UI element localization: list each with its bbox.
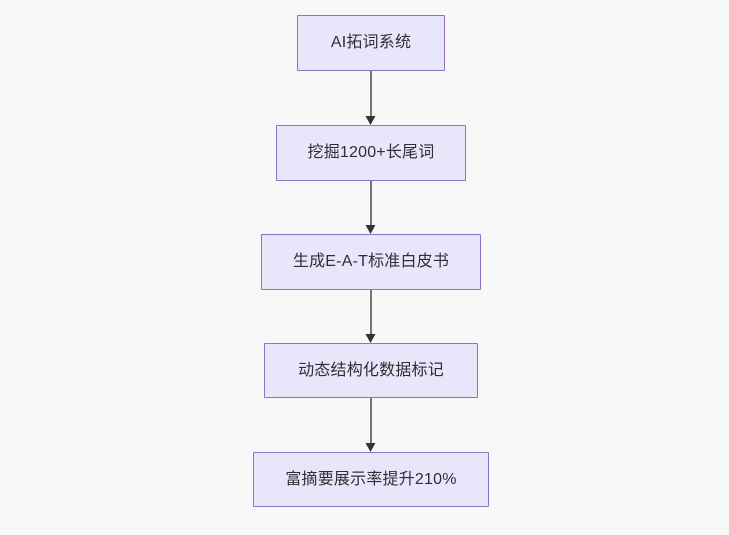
arrowhead-icon: [365, 334, 376, 343]
edge-line: [370, 181, 372, 227]
arrowhead-icon: [365, 116, 376, 125]
flow-node-label: AI拓词系统: [330, 34, 412, 51]
flow-node-generate-eat-whitepaper[interactable]: 生成E-A-T标准白皮书: [261, 234, 481, 290]
flow-node-ai-keyword-system[interactable]: AI拓词系统: [297, 15, 445, 71]
flow-node-label: 动态结构化数据标记: [298, 361, 444, 379]
flow-node-label: 生成E-A-T标准白皮书: [292, 253, 450, 270]
flow-node-mine-longtail-keywords[interactable]: 挖掘1200+长尾词: [276, 125, 466, 181]
edge-line: [370, 71, 372, 118]
edge-line: [370, 290, 372, 336]
flow-node-dynamic-structured-data-markup[interactable]: 动态结构化数据标记: [264, 343, 478, 398]
flow-node-rich-snippet-rate-increase[interactable]: 富摘要展示率提升210%: [253, 452, 489, 507]
arrowhead-icon: [365, 443, 376, 452]
flow-node-label: 挖掘1200+长尾词: [307, 144, 435, 161]
arrowhead-icon: [365, 225, 376, 234]
edge-line: [370, 398, 372, 445]
flow-node-label: 富摘要展示率提升210%: [285, 470, 457, 488]
